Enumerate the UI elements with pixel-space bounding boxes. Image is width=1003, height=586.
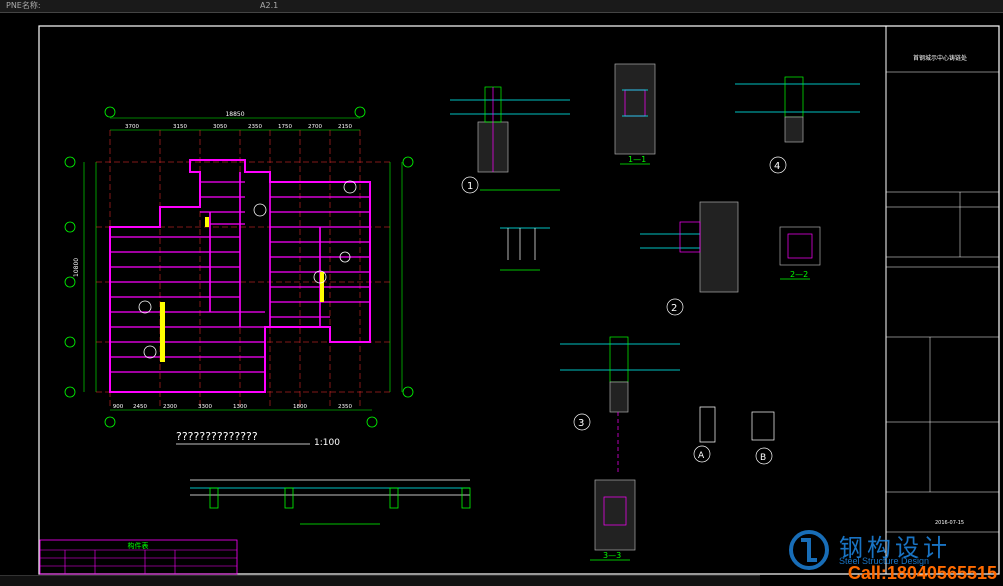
dim-bottom-6: 1800	[293, 404, 307, 410]
sheet-border	[38, 25, 1000, 575]
plan-title: ??????????????	[176, 430, 258, 443]
detail-4-label: 4	[774, 161, 780, 172]
window-topbar: PNE名称: A2.1	[0, 0, 1003, 13]
contact-phone: Call:18040565515	[847, 563, 997, 583]
detail-1	[450, 86, 570, 194]
dim-height: 10800	[73, 258, 80, 277]
detail-4	[735, 76, 860, 174]
detail-3-label: 3	[578, 418, 584, 429]
section-3-3	[590, 479, 636, 561]
title-block	[886, 71, 999, 533]
dim-top-5: 1750	[278, 124, 292, 130]
layout-tab-label[interactable]: A2.1	[260, 1, 279, 10]
drawing-date: 2016-07-15	[935, 520, 964, 526]
drawing-canvas[interactable]: 18850 3700 3150 3050 2350 1750 2700 2150…	[0, 12, 1003, 576]
detail-2-label: 2	[671, 303, 677, 314]
table-title: 构件表	[128, 541, 149, 550]
mark-b-label: B	[760, 453, 766, 463]
mark-b	[751, 411, 775, 465]
floor-plan: 18850 3700 3150 3050 2350 1750 2700 2150…	[64, 106, 414, 448]
section-1-1	[614, 63, 656, 165]
section-2-2	[779, 226, 821, 280]
detail-1-label: 1	[467, 181, 473, 192]
mark-a-label: A	[698, 451, 705, 461]
detail-3	[560, 336, 680, 472]
logo-icon	[789, 530, 829, 570]
dim-bottom-7: 2350	[338, 404, 352, 410]
detail-2	[640, 201, 739, 316]
watermark-en: Steel Structure Design	[839, 556, 930, 566]
dim-bottom-5: 1300	[233, 404, 247, 410]
section-3-3-label: 3—3	[603, 551, 621, 560]
detail-small	[500, 227, 550, 271]
watermark: 钢构设计 Steel Structure Design	[787, 528, 997, 582]
dim-bottom-2: 2450	[133, 404, 147, 410]
dim-bottom-4: 3300	[198, 404, 212, 410]
section-2-2-label: 2—2	[790, 270, 808, 279]
dim-bottom-1: 900	[113, 404, 124, 410]
watermark-cn: 钢构设计	[839, 534, 951, 562]
dim-top-2: 3150	[173, 124, 187, 130]
dim-top-6: 2700	[308, 124, 322, 130]
dim-top-3: 3050	[213, 124, 227, 130]
dim-bottom-3: 2300	[163, 404, 177, 410]
dim-top-7: 2150	[338, 124, 352, 130]
plan-scale: 1:100	[314, 438, 340, 448]
dim-total-top: 18850	[225, 111, 244, 118]
elevation-strip	[190, 479, 471, 525]
dim-top-4: 2350	[248, 124, 262, 130]
status-bar	[0, 575, 760, 586]
dim-top-1: 3700	[125, 124, 139, 130]
section-1-1-label: 1—1	[628, 155, 646, 164]
project-name: 首钢城示中心铸链处	[913, 54, 967, 62]
file-name-label: PNE名称:	[6, 1, 41, 10]
mark-a	[693, 406, 716, 463]
component-table: 构件表	[39, 539, 238, 575]
